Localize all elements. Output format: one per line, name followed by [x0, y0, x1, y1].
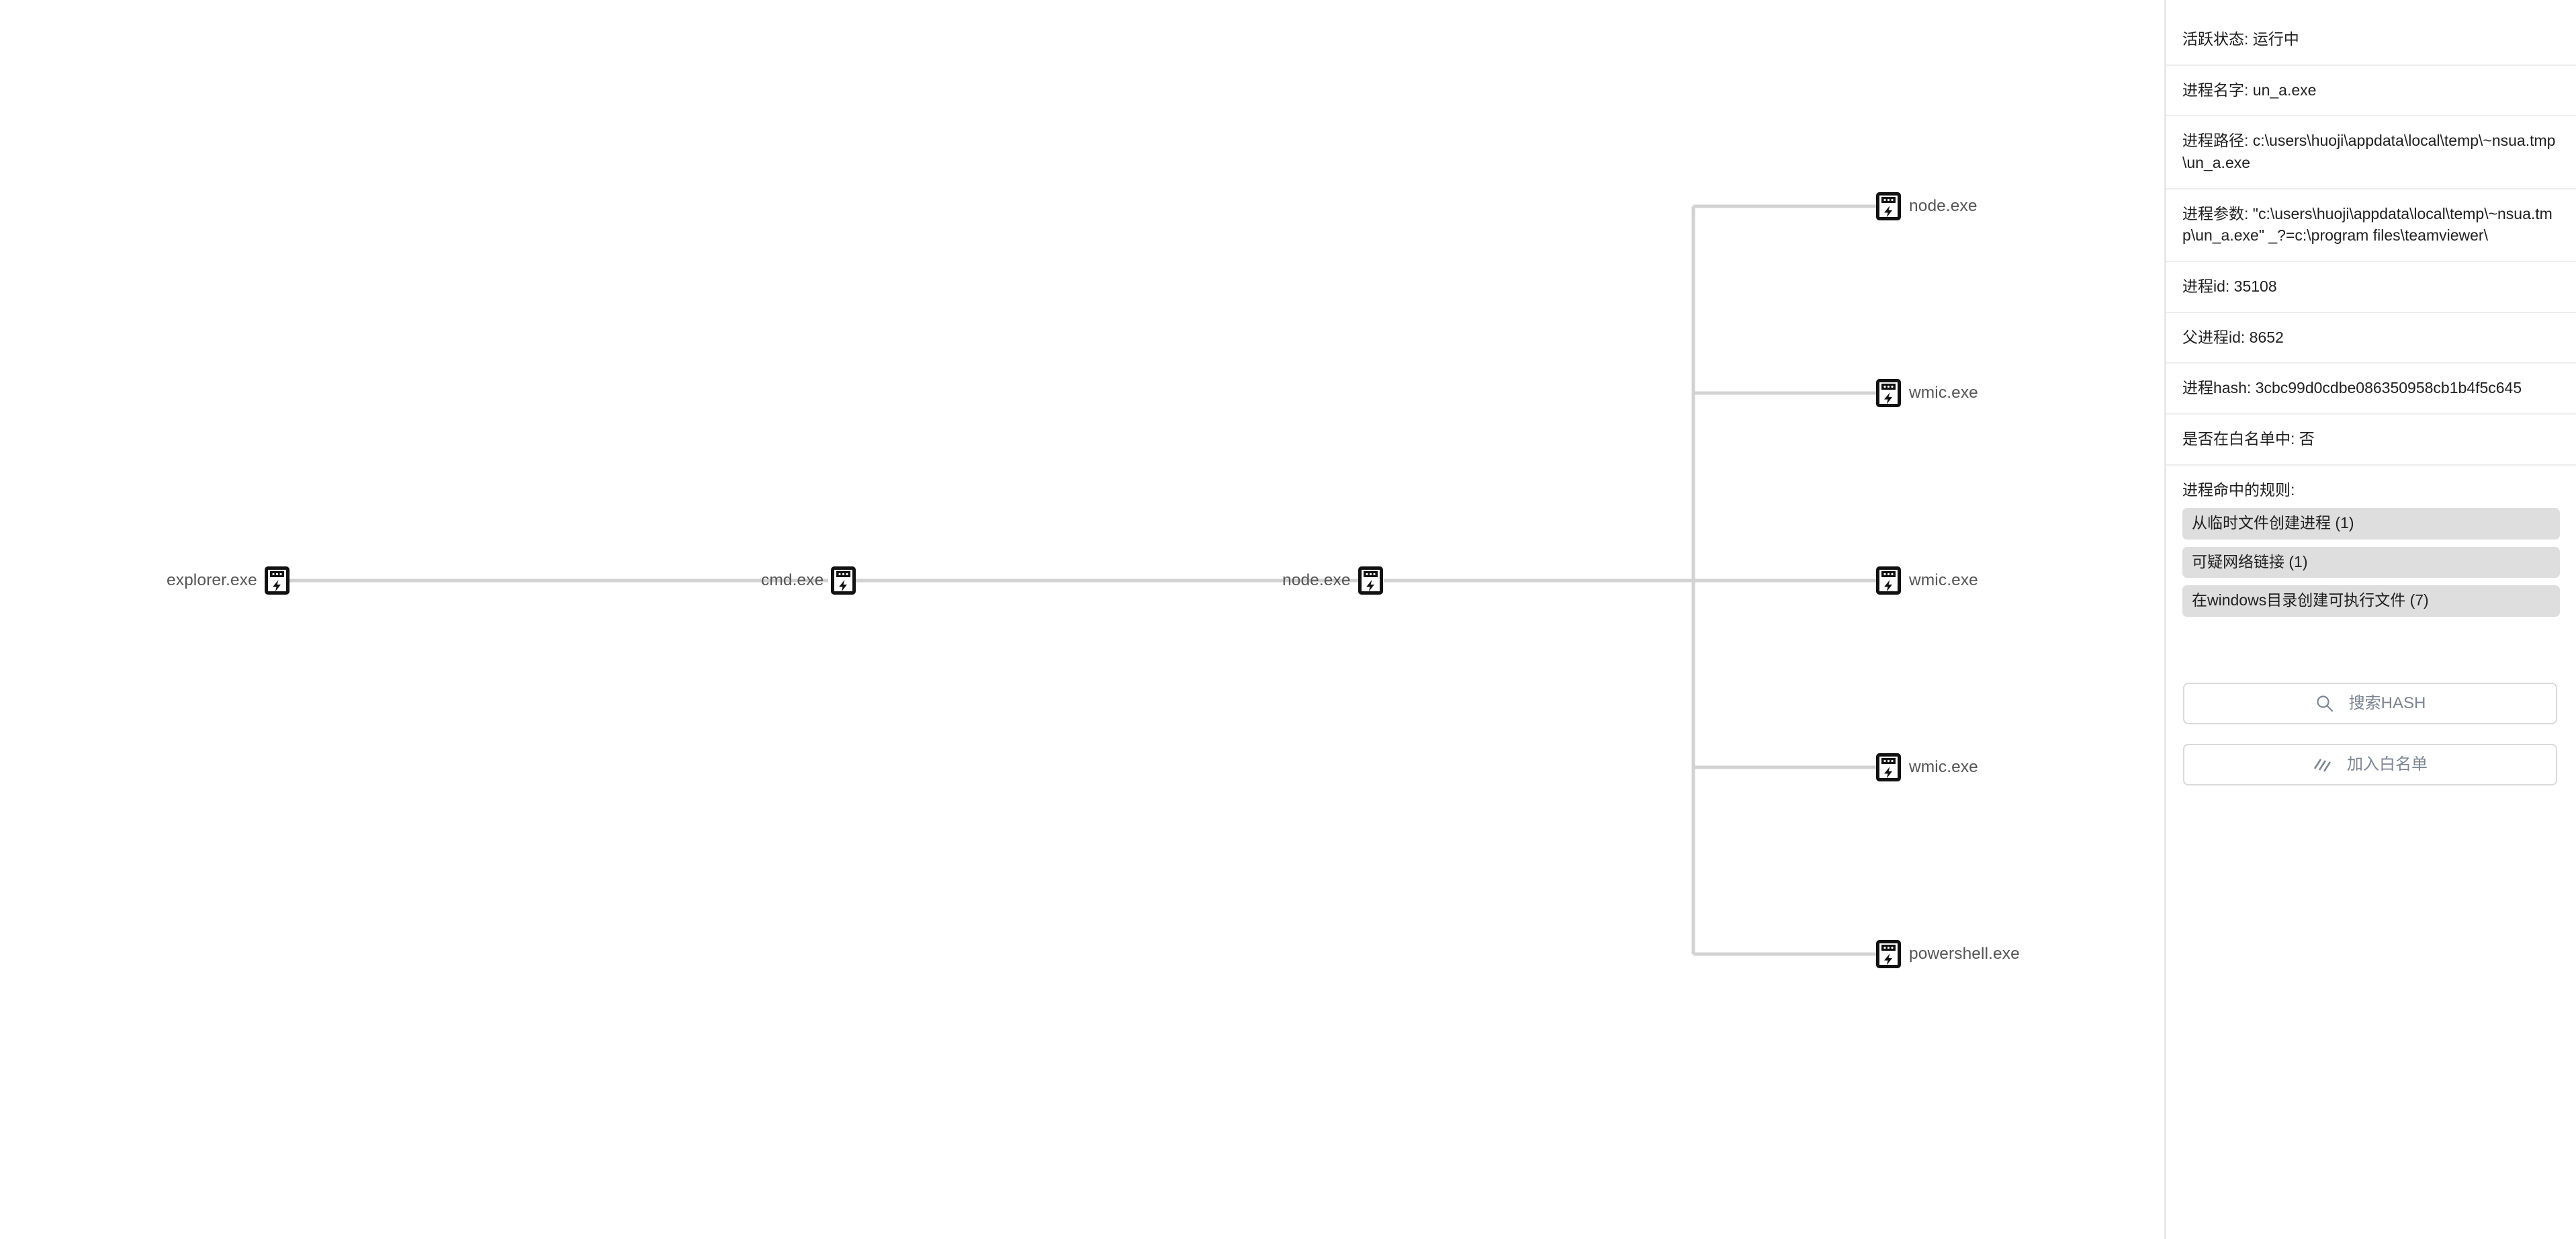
process-node-label: wmic.exe [1909, 383, 1978, 402]
process-node-label: node.exe [1282, 570, 1351, 589]
detail-row-process-name: 进程名字: un_a.exe [2166, 66, 2576, 117]
search-icon [2317, 695, 2333, 712]
process-node-cmd[interactable]: cmd.exe [761, 562, 856, 599]
matched-rules-title: 进程命中的规则: [2182, 480, 2295, 499]
process-node-wmic-3[interactable]: wmic.exe [1876, 749, 1978, 786]
add-whitelist-label: 加入白名单 [2347, 755, 2428, 773]
detail-row-list: 活跃状态: 运行中 进程名字: un_a.exe 进程路径: c:\users\… [2166, 15, 2576, 625]
search-hash-label: 搜索HASH [2348, 694, 2426, 712]
hatched-stripes-icon [2313, 759, 2331, 772]
process-window-bolt-icon [831, 566, 856, 595]
add-whitelist-button[interactable]: 加入白名单 [2183, 744, 2557, 785]
process-node-node-child[interactable]: node.exe [1876, 187, 1978, 225]
process-node-label: wmic.exe [1909, 570, 1978, 589]
detail-row-parent-id: 父进程id: 8652 [2166, 313, 2576, 364]
process-node-explorer[interactable]: explorer.exe [167, 562, 290, 599]
process-window-bolt-icon [1358, 566, 1383, 595]
process-tree-canvas[interactable]: explorer.exe cmd.exe node.exe [0, 0, 2164, 1239]
process-node-label: cmd.exe [761, 570, 824, 589]
edge-layer [280, 204, 1876, 956]
process-node-wmic-2[interactable]: wmic.exe [1876, 562, 1978, 599]
search-hash-button[interactable]: 搜索HASH [2183, 683, 2557, 724]
process-node-powershell[interactable]: powershell.exe [1876, 935, 2020, 973]
process-window-bolt-icon [1876, 192, 1901, 220]
process-node-label: powershell.exe [1909, 944, 2020, 963]
detail-row-process-hash: 进程hash: 3cbc99d0cdbe086350958cb1b4f5c645 [2166, 364, 2576, 415]
detail-row-process-id: 进程id: 35108 [2166, 262, 2576, 313]
rule-chip[interactable]: 从临时文件创建进程 (1) [2182, 508, 2560, 540]
rule-chip[interactable]: 在windows目录创建可执行文件 (7) [2182, 585, 2560, 617]
process-detail-panel: 活跃状态: 运行中 进程名字: un_a.exe 进程路径: c:\users\… [2164, 0, 2576, 1239]
process-node-label: wmic.exe [1909, 757, 1978, 776]
process-window-bolt-icon [264, 566, 290, 595]
detail-row-matched-rules: 进程命中的规则: 从临时文件创建进程 (1) 可疑网络链接 (1) 在windo… [2166, 466, 2576, 625]
rule-chip[interactable]: 可疑网络链接 (1) [2182, 546, 2560, 579]
process-window-bolt-icon [1876, 940, 1901, 968]
detail-row-process-args: 进程参数: "c:\users\huoji\appdata\local\temp… [2166, 189, 2576, 262]
detail-row-active-status: 活跃状态: 运行中 [2166, 15, 2576, 66]
detail-row-process-path: 进程路径: c:\users\huoji\appdata\local\temp\… [2166, 116, 2576, 189]
detail-row-in-whitelist: 是否在白名单中: 否 [2166, 415, 2576, 466]
process-window-bolt-icon [1876, 753, 1901, 781]
process-node-label: explorer.exe [167, 570, 257, 589]
process-node-label: node.exe [1909, 196, 1978, 215]
process-window-bolt-icon [1876, 379, 1901, 407]
process-node-wmic-1[interactable]: wmic.exe [1876, 374, 1978, 412]
process-window-bolt-icon [1876, 566, 1901, 595]
process-node-node-mid[interactable]: node.exe [1282, 562, 1383, 599]
